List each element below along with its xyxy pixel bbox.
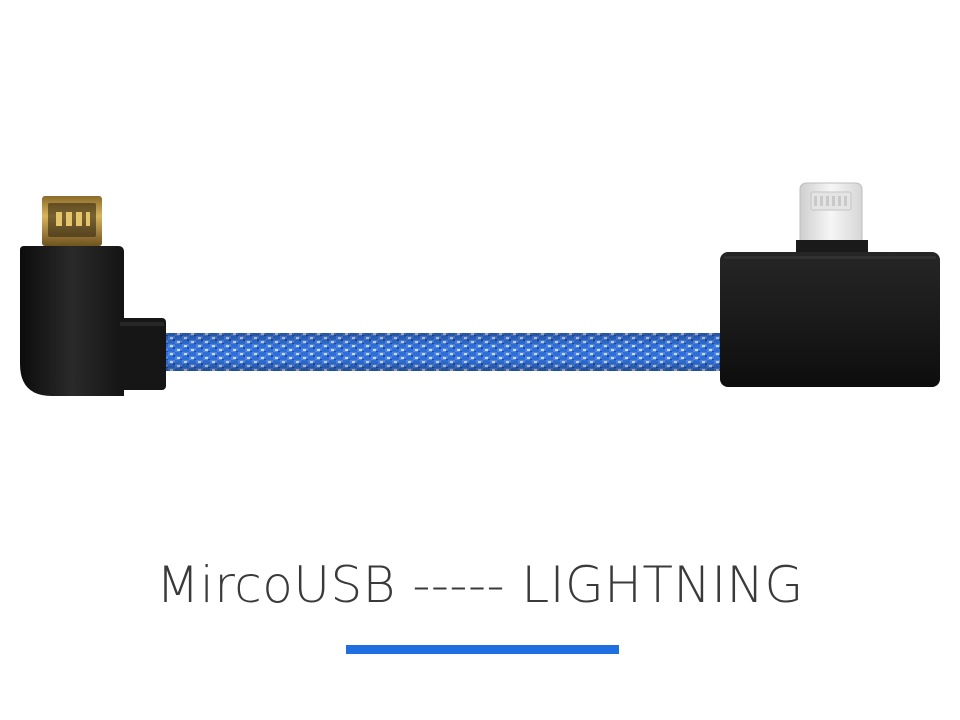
caption-underline bbox=[346, 645, 619, 654]
product-caption: MircoUSB ----- LIGHTNING bbox=[156, 556, 804, 614]
lightning-connector-icon bbox=[720, 182, 940, 387]
braided-cable bbox=[160, 333, 726, 371]
micro-usb-connector-icon bbox=[20, 196, 166, 396]
